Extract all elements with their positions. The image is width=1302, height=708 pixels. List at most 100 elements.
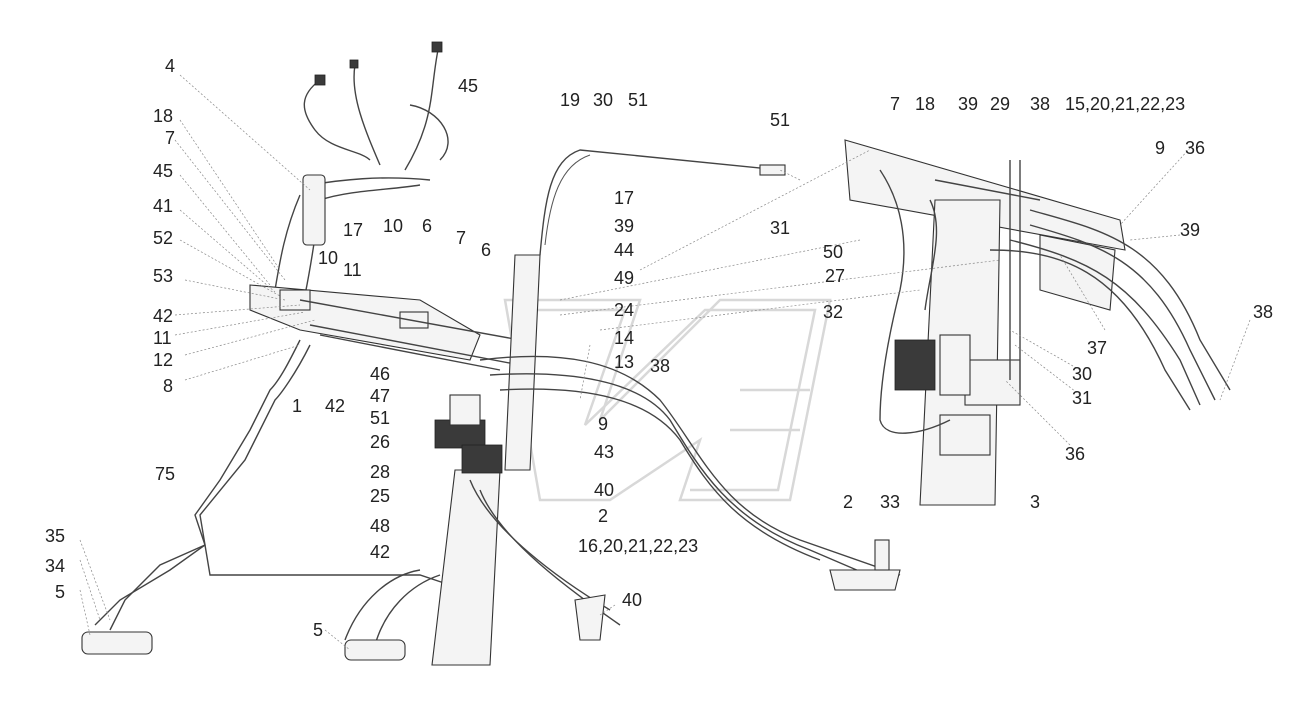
fitting-top-3 — [314, 74, 326, 86]
label-43: 43 — [594, 442, 614, 462]
label-16-20-21-22-23: 16,20,21,22,23 — [578, 536, 698, 556]
cylinder-middle — [344, 639, 406, 661]
label-75: 75 — [155, 464, 175, 484]
upper-hose-1 — [303, 79, 371, 161]
end-fitting-51 — [759, 164, 786, 176]
vertical-bracket-right — [874, 539, 890, 571]
lower-line-3 — [109, 544, 206, 631]
label-35: 35 — [45, 526, 65, 546]
label-40: 40 — [622, 590, 642, 610]
bracket-pipe-3 — [319, 334, 501, 371]
label-45: 45 — [458, 76, 478, 96]
label-42: 42 — [325, 396, 345, 416]
label-48: 48 — [370, 516, 390, 536]
right-hose-5 — [1029, 209, 1231, 391]
main-rail — [844, 139, 1126, 251]
label-4: 4 — [165, 56, 175, 76]
label-46: 46 — [370, 364, 390, 384]
right-hose-6 — [1029, 224, 1216, 401]
label-52: 52 — [153, 228, 173, 248]
label-38: 38 — [1253, 302, 1273, 322]
label-17: 17 — [614, 188, 634, 208]
label-10: 10 — [318, 248, 338, 268]
right-hose-7 — [1009, 239, 1201, 406]
label-45: 45 — [153, 161, 173, 181]
label-11: 11 — [153, 328, 172, 348]
right-hose-8 — [989, 249, 1191, 411]
label-6: 6 — [422, 216, 432, 236]
upper-hose-3 — [404, 49, 439, 171]
label-25: 25 — [370, 486, 390, 506]
watermark — [503, 298, 832, 502]
bracket-pipe-2 — [309, 324, 521, 366]
label-42: 42 — [370, 542, 390, 562]
upper-hose-6 — [319, 184, 421, 201]
cylinder-valve — [302, 174, 326, 246]
fitting-top-2 — [349, 59, 359, 69]
label-50: 50 — [823, 242, 843, 262]
label-47: 47 — [370, 386, 390, 406]
label-24: 24 — [614, 300, 634, 320]
label-37: 37 — [1087, 338, 1107, 358]
upper-hose-5 — [309, 177, 431, 186]
label-31: 31 — [770, 218, 790, 238]
label-9: 9 — [598, 414, 608, 434]
label-7: 7 — [165, 128, 175, 148]
vertical-beam — [431, 469, 501, 666]
label-30: 30 — [593, 90, 613, 110]
label-34: 34 — [45, 556, 65, 576]
label-31: 31 — [1072, 388, 1092, 408]
label-27: 27 — [825, 266, 845, 286]
label-13: 13 — [614, 352, 634, 372]
label-5: 5 — [55, 582, 65, 602]
label-14: 14 — [614, 328, 634, 348]
label-51: 51 — [370, 408, 390, 428]
right-hose-9 — [934, 179, 1041, 201]
label-51: 51 — [770, 110, 790, 130]
lower-line-5 — [374, 574, 441, 646]
valve-block-2 — [461, 444, 503, 474]
label-10: 10 — [383, 216, 403, 236]
long-hose-3 — [499, 388, 821, 561]
label-44: 44 — [614, 240, 634, 260]
label-39: 39 — [1180, 220, 1200, 240]
label-28: 28 — [370, 462, 390, 482]
valve-block-3 — [449, 394, 481, 426]
label-7: 7 — [890, 94, 900, 114]
right-valve-3 — [939, 334, 971, 396]
long-hose-1 — [479, 355, 901, 576]
right-block-lower — [939, 414, 991, 456]
upper-beam — [504, 254, 541, 471]
label-18: 18 — [153, 106, 173, 126]
label-39: 39 — [958, 94, 978, 114]
bottom-right-bracket — [829, 569, 901, 591]
hose-to-19 — [539, 149, 781, 256]
block-mid — [399, 311, 429, 329]
right-valve-2 — [964, 359, 1021, 406]
label-42: 42 — [153, 306, 173, 326]
upper-hose-7 — [274, 194, 301, 291]
fitting-top-1 — [431, 41, 443, 53]
label-19: 19 — [560, 90, 580, 110]
label-32: 32 — [823, 302, 843, 322]
label-30: 30 — [1072, 364, 1092, 384]
label-36: 36 — [1185, 138, 1205, 158]
label-49: 49 — [614, 268, 634, 288]
label-51: 51 — [628, 90, 648, 110]
right-valve-1 — [894, 339, 936, 391]
right-hose-1 — [879, 169, 951, 434]
right-assembly — [844, 139, 1231, 506]
label-1: 1 — [292, 396, 302, 416]
label-6: 6 — [481, 240, 491, 260]
label-33: 33 — [880, 492, 900, 512]
label-9: 9 — [1155, 138, 1165, 158]
hose-to-19b — [544, 154, 591, 246]
label-38: 38 — [1030, 94, 1050, 114]
label-3: 3 — [1030, 492, 1040, 512]
leader-lines — [79, 74, 1251, 651]
label-39: 39 — [614, 216, 634, 236]
block-left — [279, 289, 311, 311]
label-2: 2 — [598, 506, 608, 526]
